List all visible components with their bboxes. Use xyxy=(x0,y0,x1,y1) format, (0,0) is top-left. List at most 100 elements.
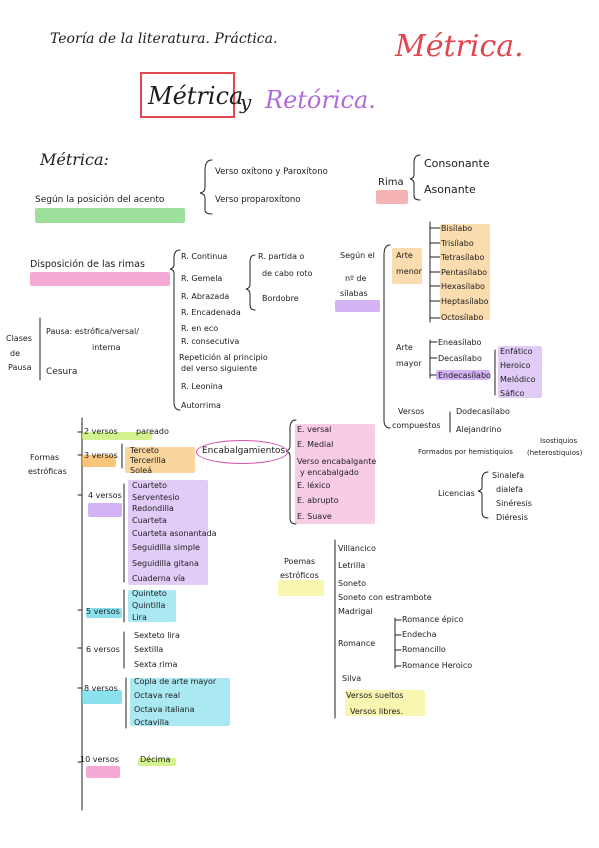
estrofa-item: Serventesio xyxy=(132,493,180,502)
silabas-label: Según el xyxy=(340,251,375,260)
disposicion-item: R. Leonina xyxy=(181,382,223,391)
estrofa-item: Copla de arte mayor xyxy=(134,677,217,686)
estrofa-count: 4 versos xyxy=(88,491,122,500)
estrofa-item: Sexta rima xyxy=(134,660,178,669)
estrofa-item: Terceto xyxy=(130,446,159,455)
pausa-item: Pausa: estrófica/versal/ xyxy=(46,327,139,336)
pausa-label: Pausa xyxy=(8,363,32,372)
licencias-item: dialefa xyxy=(496,485,524,494)
poema-item: Soneto con estrambote xyxy=(338,593,432,602)
estrofa-item: Sexteto lira xyxy=(134,631,180,640)
highlight-encab-items xyxy=(295,424,375,524)
highlight-silabas xyxy=(335,300,380,312)
estrofa-item: Cuarteta asonantada xyxy=(132,529,217,538)
estrofa-item: Soleá xyxy=(130,466,153,475)
highlight-4-versos xyxy=(88,503,122,517)
poema-item: Villancico xyxy=(338,544,376,553)
pausa-label: de xyxy=(10,349,20,358)
poema-item: Versos libres. xyxy=(350,707,404,716)
poemas-label: Poemas xyxy=(284,557,316,566)
highlight-5-items xyxy=(128,590,176,622)
poema-item: Romance xyxy=(338,639,376,648)
arte-mayor-item: Endecasílabo xyxy=(438,371,491,380)
rima-label: Rima xyxy=(378,177,404,188)
encab-item: E. Medial xyxy=(297,440,334,449)
silabas-label: nº de xyxy=(345,274,367,283)
rima-item: Asonante xyxy=(424,183,476,196)
compuestos-label: Versos xyxy=(398,407,425,416)
arte-mayor-label: Arte xyxy=(396,343,413,352)
main-title-retorica: Retórica. xyxy=(265,86,376,114)
compuestos-note: (heterostiquios) xyxy=(527,449,583,457)
posicion-label: Según la posición del acento xyxy=(35,195,165,205)
pausa-item: Cesura xyxy=(46,367,78,377)
highlight-5-versos xyxy=(86,608,122,618)
posicion-item: Verso proparoxítono xyxy=(215,195,301,205)
encab-item: E. versal xyxy=(297,425,332,434)
highlight-endeca-types xyxy=(498,346,542,398)
encabalgamientos-label: Encabalgamientos xyxy=(202,446,286,456)
disposicion-item: Autorrima xyxy=(181,401,221,410)
estrofa-count: 3 versos xyxy=(84,451,118,460)
disposicion-item: del verso siguiente xyxy=(181,364,258,373)
highlight-posicion xyxy=(35,208,185,223)
romance-type: Romance Heroico xyxy=(402,661,473,670)
poema-item: Madrigal xyxy=(338,607,373,616)
pausa-item: interna xyxy=(92,343,121,352)
highlight-arte-menor xyxy=(392,248,422,284)
romance-type: Romancillo xyxy=(402,645,446,654)
arte-menor-item: Tetrasílabo xyxy=(441,253,485,262)
highlight-10-versos xyxy=(86,766,120,778)
encab-item: E. léxico xyxy=(297,481,331,490)
corner-title: Métrica. xyxy=(395,29,524,64)
highlight-rima xyxy=(376,190,408,204)
highlight-poemas xyxy=(278,580,324,596)
estrofa-count: 6 versos xyxy=(86,645,120,654)
licencias-item: Sinéresis xyxy=(496,499,532,508)
estrofa-item: Cuarteta xyxy=(132,516,167,525)
estrofas-label: Formas xyxy=(30,453,60,462)
highlight-3-items xyxy=(125,447,195,473)
rima-item: Consonante xyxy=(424,157,490,170)
encab-item: y encabalgado xyxy=(300,468,359,477)
arte-menor-item: Heptasílabo xyxy=(441,297,489,306)
poema-item: Versos sueltos xyxy=(346,691,404,700)
licencias-item: Sinalefa xyxy=(492,471,525,480)
disposicion-item: R. en eco xyxy=(181,324,219,333)
arte-menor-item: Trisílabo xyxy=(441,239,474,248)
estrofa-item: Sextilla xyxy=(134,645,164,654)
estrofa-item: Octava real xyxy=(134,691,181,700)
course-title: Teoría de la literatura. Práctica. xyxy=(50,31,278,47)
estrofa-item: Seguidilla simple xyxy=(132,543,200,552)
estrofa-count: 10 versos xyxy=(80,755,119,764)
main-title-metrica: Métrica xyxy=(148,82,244,110)
compuestos-item: Dodecasílabo xyxy=(456,407,510,416)
encabalgamientos-oval xyxy=(196,440,288,464)
highlight-8-items xyxy=(130,678,230,726)
poema-item: Soneto xyxy=(338,579,366,588)
estrofa-count: 5 versos xyxy=(86,607,120,616)
estrofa-count: 2 versos xyxy=(84,427,118,436)
arte-menor-label: Arte xyxy=(396,251,413,260)
poema-item: Silva xyxy=(342,674,362,683)
disposicion-item: R. Gemela xyxy=(181,274,223,283)
arte-menor-label: menor xyxy=(396,267,422,276)
estrofa-item: Décima xyxy=(140,755,171,764)
estrofa-item: Quintilla xyxy=(132,601,166,610)
highlight-bisilabo xyxy=(440,224,490,320)
disposicion-item: R. Continua xyxy=(181,252,228,261)
posicion-item: Verso oxítono y Paroxítono xyxy=(215,167,328,177)
arte-mayor-item: Decasílabo xyxy=(438,354,482,363)
estrofa-item: Seguidilla gitana xyxy=(132,559,199,568)
estrofa-count: 8 versos xyxy=(84,684,118,693)
estrofa-item: Cuaderna vía xyxy=(132,574,186,583)
endeca-type: Heroico xyxy=(500,361,531,370)
estrofa-item: Quinteto xyxy=(132,589,167,598)
estrofa-item: Lira xyxy=(132,613,147,622)
highlight-2-versos xyxy=(82,432,152,440)
disposicion-item: R. Abrazada xyxy=(181,292,230,301)
endeca-type: Sáfico xyxy=(500,389,525,398)
disposicion-item: Bordobre xyxy=(262,294,299,303)
arte-menor-item: Pentasílabo xyxy=(441,268,488,277)
